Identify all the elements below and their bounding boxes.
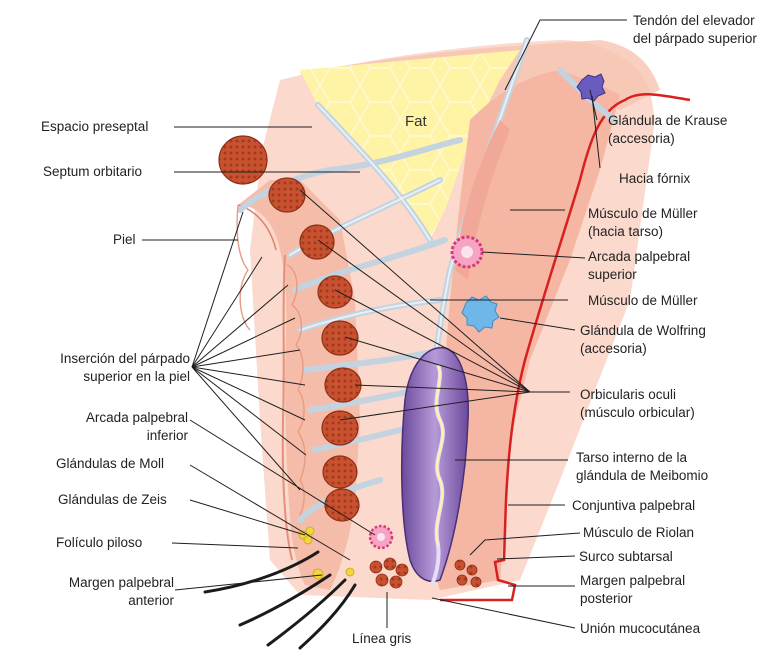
fat-label: Fat bbox=[405, 113, 428, 130]
label-orbicularis-oculi: Orbicularis oculi(músculo orbicular) bbox=[580, 386, 695, 422]
label-hacia-fornix: Hacia fórnix bbox=[619, 170, 690, 188]
label-union-mucocutanea: Unión mucocutánea bbox=[580, 620, 700, 638]
arcade-inferior bbox=[370, 526, 392, 548]
label-musculo-muller-tarso: Músculo de Müller(hacia tarso) bbox=[588, 205, 698, 241]
label-glandula-wolfring: Glándula de Wolfring(accesoria) bbox=[580, 322, 706, 358]
label-surco-subtarsal: Surco subtarsal bbox=[579, 548, 673, 566]
label-conjuntiva-palpebral: Conjuntiva palpebral bbox=[572, 497, 695, 515]
label-glandula-krause: Glándula de Krause(accesoria) bbox=[608, 112, 727, 148]
label-piel: Piel bbox=[113, 231, 136, 249]
label-linea-gris: Línea gris bbox=[352, 630, 411, 648]
label-septum-orbitario: Septum orbitario bbox=[43, 163, 142, 181]
label-glandulas-moll: Glándulas de Moll bbox=[56, 455, 164, 473]
label-glandulas-zeis: Glándulas de Zeis bbox=[58, 491, 167, 509]
label-musculo-riolan: Músculo de Riolan bbox=[583, 524, 694, 542]
label-espacio-preseptal: Espacio preseptal bbox=[41, 118, 148, 136]
label-foliculo-piloso: Folículo piloso bbox=[56, 534, 142, 552]
label-musculo-muller: Músculo de Müller bbox=[588, 292, 698, 310]
arcade-superior bbox=[452, 237, 482, 267]
